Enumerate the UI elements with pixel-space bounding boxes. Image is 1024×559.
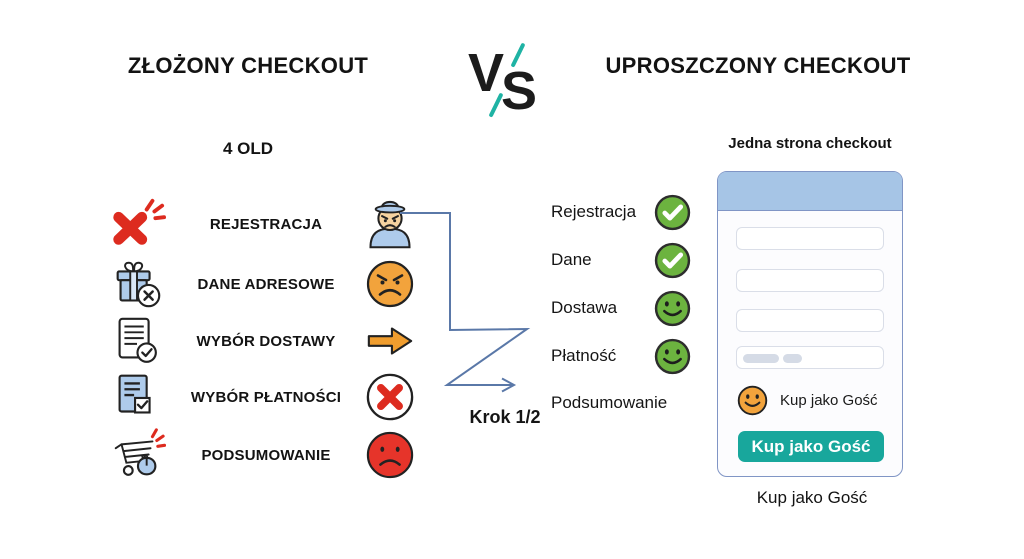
step-counter-label: Krok 1/2: [469, 407, 541, 427]
form-input[interactable]: [736, 269, 884, 292]
check-circle-icon: [654, 194, 691, 231]
step-label: Płatność: [551, 346, 617, 365]
step-label: Dostawa: [551, 298, 618, 317]
placeholder-pill: [783, 353, 802, 363]
complex-step-row-wybor-dostawy: WYBÓR DOSTAWY: [105, 311, 417, 371]
form-input[interactable]: [736, 309, 884, 332]
step-label: WYBÓR PŁATNOŚCI: [190, 388, 342, 406]
simple-step-row-dane: Dane: [551, 241, 691, 279]
one-page-subtitle: Jedna strona checkout: [728, 135, 892, 152]
mockup-caption: Kup jako Gość: [756, 488, 868, 507]
angry-face-icon: [363, 259, 417, 309]
broken-x-icon: [105, 195, 169, 253]
simple-step-row-podsumowanie: Podsumowanie: [551, 384, 691, 422]
complex-step-row-rejestracja: REJESTRACJA: [105, 194, 417, 254]
document-check-icon: [105, 312, 169, 370]
complex-step-row-wybor-platnosci: WYBÓR PŁATNOŚCI: [105, 367, 417, 427]
step-label: Rejestracja: [551, 202, 637, 221]
complex-checkout-title: ZŁOŻONY CHECKOUT: [127, 53, 369, 78]
form-input[interactable]: [736, 227, 884, 250]
complex-step-row-dane-adresowe: DANE ADRESOWE: [105, 254, 417, 314]
green-smiley-icon: [654, 338, 691, 375]
buy-as-guest-button[interactable]: Kup jako Gość: [738, 431, 884, 462]
gift-box-cancelled-icon: [105, 255, 169, 313]
vs-letter-v: V: [468, 43, 505, 103]
check-circle-icon: [654, 242, 691, 279]
checkout-page-mockup: Kup jako Gość Kup jako Gość: [717, 171, 903, 477]
guest-option-label: Kup jako Gość: [780, 391, 878, 409]
step-label: WYBÓR DOSTAWY: [196, 332, 336, 350]
simple-step-row-platnosc: Płatność: [551, 337, 691, 375]
vs-letter-s: S: [501, 61, 538, 121]
document-checkbox-icon: [105, 368, 169, 426]
step-label: DANE ADRESOWE: [197, 275, 335, 293]
complex-step-row-podsumowanie: PODSUMOWANIE: [105, 425, 417, 485]
green-smiley-icon: [654, 290, 691, 327]
simplified-checkout-title: UPROSZCZONY CHECKOUT: [605, 53, 911, 78]
step-label: PODSUMOWANIE: [201, 446, 331, 464]
mockup-header-bar: [718, 172, 902, 211]
step-label: Podsumowanie: [551, 393, 668, 412]
simple-step-row-rejestracja: Rejestracja: [551, 193, 691, 231]
form-input[interactable]: [736, 346, 884, 369]
orange-smiley-icon: [737, 385, 768, 416]
cart-gift-icon: [105, 426, 169, 484]
old-steps-subtitle: 4 OLD: [222, 139, 274, 158]
step-label: REJESTRACJA: [209, 215, 323, 233]
guest-option-row: Kup jako Gość: [737, 384, 887, 416]
orange-arrow-right-icon: [363, 324, 417, 358]
sad-face-icon: [363, 430, 417, 480]
zigzag-flow-arrow: [400, 212, 531, 393]
red-x-circle-icon: [363, 372, 417, 422]
angry-person-icon: [363, 198, 417, 250]
step-label: Dane: [551, 250, 592, 269]
placeholder-pill: [743, 353, 779, 363]
simple-step-row-dostawa: Dostawa: [551, 289, 691, 327]
